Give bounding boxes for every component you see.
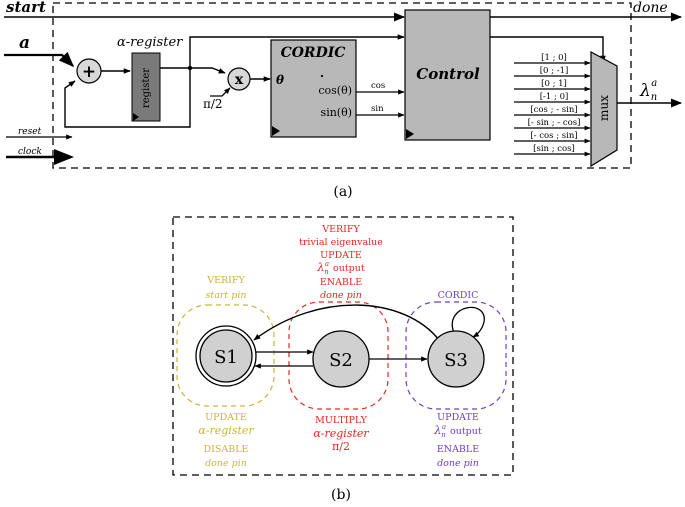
mux-input-lines — [514, 60, 591, 157]
clock-label: clock — [18, 147, 42, 157]
register-to-control — [189, 34, 405, 68]
mux-input-label: [- sin ; - cos] — [528, 118, 581, 128]
cordic-block — [270, 39, 357, 138]
state-s3 — [427, 330, 485, 388]
reset-label: reset — [18, 127, 42, 137]
s1-note-disable: DISABLE — [204, 444, 249, 455]
caption-a: (a) — [333, 184, 352, 200]
s1-notes: VERIFY start pin UPDATE α-register DISAB… — [198, 275, 254, 469]
start-label: start — [6, 0, 46, 16]
control-clock-notch — [406, 129, 414, 139]
s2-note-multiply: MULTIPLY — [315, 415, 367, 426]
cordic-title: CORDIC — [281, 45, 346, 61]
adder-symbol: + — [82, 62, 96, 82]
pi-half-wire — [210, 87, 231, 97]
control-block — [404, 9, 491, 141]
cordic-sin-out: sin(θ) — [321, 106, 352, 119]
s1-note-verify: VERIFY — [206, 275, 245, 286]
s2-note-alpha: α-register — [313, 427, 369, 440]
output-lambda: λna — [639, 78, 657, 103]
register-clock-notch — [133, 113, 139, 121]
s3-note-cordic: CORDIC — [438, 290, 479, 301]
control-label: Control — [416, 65, 480, 83]
input-a-wire — [4, 51, 75, 68]
mux-block — [590, 50, 618, 168]
mux-input-label: [cos ; - sin] — [530, 105, 577, 115]
mux-input-label: [sin ; cos] — [533, 144, 575, 154]
mux-input-label: [0 ; -1] — [540, 66, 569, 76]
s2-note-pi-half: π/2 — [332, 440, 350, 453]
s1-region — [176, 304, 275, 407]
feedback-wire — [64, 68, 191, 128]
dashed-frame-b — [172, 216, 514, 476]
state-s2 — [312, 330, 370, 388]
transition-s3-to-s1 — [253, 304, 440, 341]
state-s1-label: S1 — [214, 347, 238, 368]
input-a-label: a — [19, 33, 30, 53]
s3-note-update: UPDATE — [437, 412, 479, 423]
transition-s3-self-loop — [451, 306, 485, 338]
s2-note-verify: VERIFY — [321, 224, 360, 235]
multiplier-symbol: x — [235, 72, 244, 88]
block-diagram: start done a + α-register register x π/2… — [4, 0, 683, 200]
s3-region — [405, 301, 507, 410]
s1-note-update: UPDATE — [205, 412, 247, 423]
register-to-mult — [190, 67, 226, 74]
mux-input-label: [-1 ; 0] — [540, 92, 569, 102]
mux-input-label: [0 ; 1] — [541, 79, 567, 89]
caption-b: (b) — [331, 487, 351, 503]
cordic-cos-out: cos(θ) — [318, 84, 352, 97]
state-machine: VERIFY start pin UPDATE α-register DISAB… — [172, 216, 514, 503]
cordic-theta: θ — [276, 73, 284, 87]
s1-note-alpha: α-register — [198, 424, 254, 437]
state-s2-label: S2 — [329, 350, 353, 371]
state-s3-label: S3 — [444, 350, 468, 371]
cos-wire-label: cos — [371, 81, 385, 91]
alpha-register-label: α-register — [117, 35, 183, 50]
s2-note-enable: ENABLE — [320, 277, 362, 288]
state-s1 — [199, 329, 253, 383]
s1-note-done-pin: done pin — [205, 458, 247, 469]
sin-wire-label: sin — [371, 104, 384, 114]
s3-note-enable: ENABLE — [437, 444, 479, 455]
cordic-dot — [320, 74, 324, 78]
s2-note-update: UPDATE — [320, 250, 362, 261]
alpha-register-box — [131, 52, 161, 122]
s3-note-done-pin: done pin — [437, 458, 479, 469]
dashed-frame-a — [52, 2, 632, 169]
mux-input-label: [- cos ; sin] — [530, 131, 577, 141]
mux-input-labels: [1 ; 0] [0 ; -1] [0 ; 1] [-1 ; 0] [cos ;… — [528, 53, 581, 154]
register-text: register — [141, 68, 152, 108]
pi-half-label: π/2 — [203, 97, 223, 111]
s1-note-start-pin: start pin — [206, 290, 247, 301]
clock-arrowhead — [54, 149, 74, 165]
done-label: done — [633, 0, 668, 16]
cordic-clock-notch — [272, 126, 280, 136]
mux-input-label: [1 ; 0] — [541, 53, 567, 63]
s2-note-done-pin: done pin — [320, 290, 362, 301]
mux-label: mux — [597, 95, 611, 121]
s2-note-trivial: trivial eigenvalue — [299, 237, 383, 248]
control-to-mux-select — [490, 36, 606, 63]
s2-region — [288, 301, 389, 410]
